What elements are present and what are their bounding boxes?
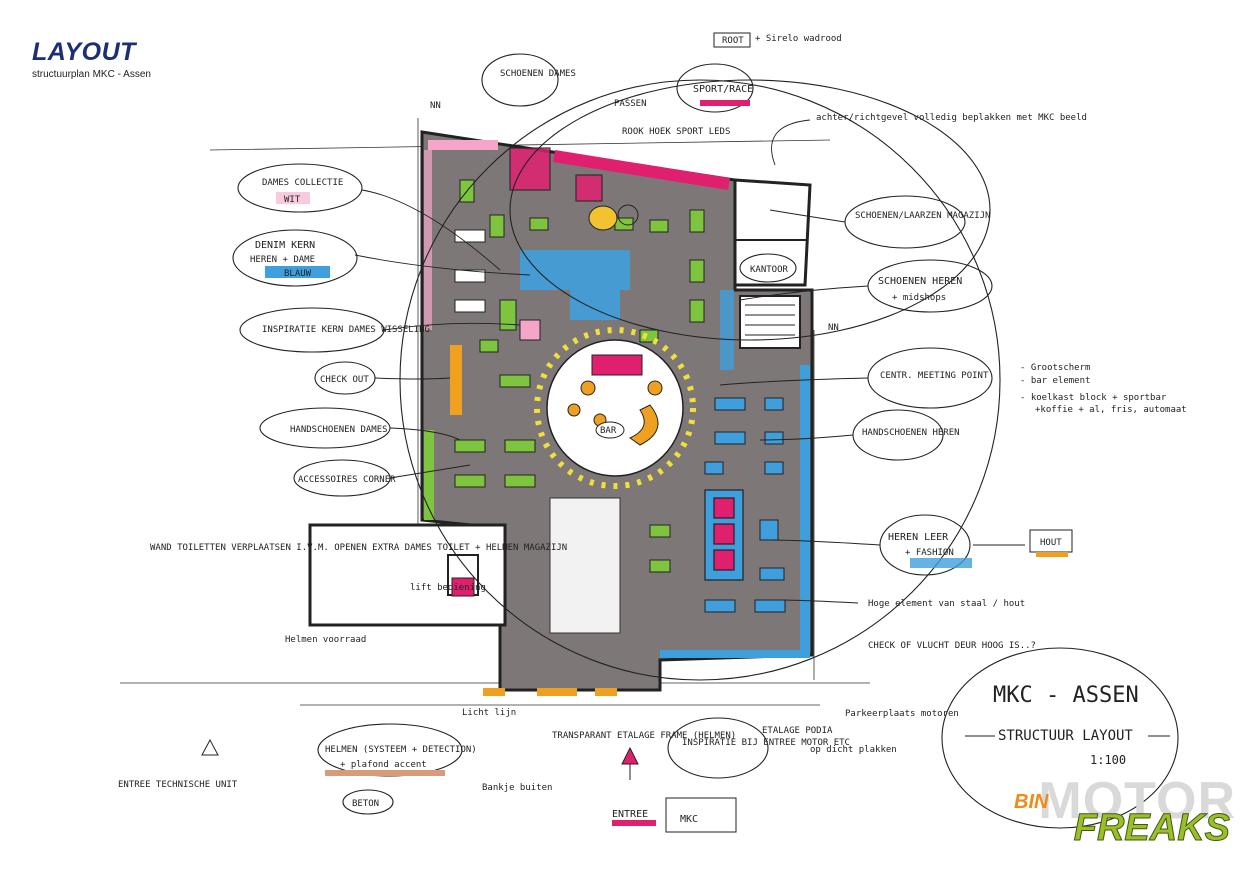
label-etalage-podia: ETALAGE PODIA [762,726,833,736]
label-wit: WIT [284,195,301,205]
label-accessoires: ACCESSOIRES CORNER [298,475,396,485]
dames-collectie-wall [428,140,498,150]
label-sirelo: + Sirelo wadrood [755,34,842,44]
label-plafond-accent: + plafond accent [340,760,427,770]
label-nn-2: NN [828,323,839,333]
annotation-bubbles [232,53,1179,829]
label-wand-toiletten: WAND TOILETTEN VERPLAATSEN I.V.M. OPENEN… [150,543,567,553]
label-entree-technische: ENTREE TECHNISCHE UNIT [118,780,238,790]
schoenen-magazijn-room [733,178,812,287]
label-group: ROOT + Sirelo wadrood SCHOENEN DAMES SPO… [118,32,1187,833]
label-transparant: TRANSPARANT ETALAGE FRAME (HELMEN) [552,731,736,741]
label-grootscherm: - Grootscherm [1020,363,1090,373]
label-schoenen-heren: SCHOENEN HEREN [878,276,962,287]
label-nn-1: NN [430,101,441,111]
entrance-arrow [621,746,639,765]
label-hoge-element: Hoge element van staal / hout [868,599,1025,609]
label-schoenen-laarzen: SCHOENEN/LAARZEN MAGAZIJN [855,211,990,221]
lift-shaft [451,577,475,597]
label-mkc: MKC [680,814,698,825]
label-root: ROOT [722,36,744,46]
label-licht-lijn: Licht lijn [462,708,516,718]
label-koelkast: - koelkast block + sportbar [1020,393,1167,403]
bar-label: BAR [600,426,617,436]
helmen-zone [549,497,621,634]
label-bankje: Bankje buiten [482,783,552,793]
feature-boxes [509,147,744,581]
label-op-dicht-plakken: op dicht plakken [810,745,897,755]
title-stamp: MKC - ASSEN STRUCTUUR LAYOUT 1:100 [965,683,1170,767]
watermark-motor: MOTOR [1038,772,1236,830]
label-helmen-systeem: HELMEN (SYSTEEM + DETECTION) [325,745,477,755]
label-rook-hoek: ROOK HOEK SPORT LEDS [622,127,730,137]
page-subtitle: structuurplan MKC - Assen [32,69,151,80]
label-dames-collectie: DAMES COLLECTIE [262,178,343,188]
label-heren-leer: HEREN LEER [888,532,949,543]
label-entree: ENTREE [612,809,648,820]
label-handschoenen-heren: HANDSCHOENEN HEREN [862,428,960,438]
stamp-line1: MKC - ASSEN [993,683,1139,708]
motorfreaks-watermark: MOTOR BIN FREAKS [1014,771,1244,851]
label-inspiratie-kern: INSPIRATIE KERN DAMES WISSELING [262,325,430,335]
stamp-line2: STRUCTUUR LAYOUT [998,728,1133,744]
meeting-point: BAR [534,327,696,489]
label-heren-dame: HEREN + DAME [250,255,315,265]
label-achtergevel: achter/richtgevel volledig beplakken met… [816,113,1087,123]
label-helmen-voorraad: Helmen voorraad [285,635,366,645]
label-sport-race: SPORT/RACE [693,84,753,95]
label-bar-element: - bar element [1020,376,1090,386]
orange-wall [450,345,462,415]
label-central-meeting: CENTR. MEETING POINT [880,371,989,381]
label-fashion: + FASHION [905,548,954,558]
label-passen: PASSEN [614,99,647,109]
label-midshops: + midshops [892,293,946,303]
page-title: LAYOUT [32,38,136,66]
label-hout: HOUT [1040,538,1062,548]
sport-race-wall [553,150,730,190]
label-lift-bediening: lift bediening [410,583,486,593]
watermark-bin: BIN [1014,791,1049,813]
label-parkeerplaats: Parkeerplaats motoren [845,709,959,719]
leader-lines [354,119,1025,604]
label-kantoor: KANTOOR [750,265,789,275]
green-wall-left [424,430,434,520]
label-denim-kern: DENIM KERN [255,240,315,251]
blue-wall-right [800,365,810,655]
label-check-out: CHECK OUT [320,375,369,385]
label-check-vluchtdeur: CHECK OF VLUCHT DEUR HOOG IS..? [868,641,1036,651]
watermark-freaks: FREAKS [1073,807,1230,850]
label-schoenen-dames: SCHOENEN DAMES [500,69,576,79]
label-koffie: +koffie + al, fris, automaat [1035,405,1187,415]
label-inspiratie-entree: INSPIRATIE BIJ ENTREE MOTOR ETC [682,738,850,748]
denim-blue-wall [520,250,630,290]
label-handschoenen-dames: HANDSCHOENEN DAMES [290,425,388,435]
grid-lines [120,118,870,706]
passen-spot [588,205,618,231]
label-beton: BETON [352,799,379,809]
label-blauw: BLAUW [284,269,312,279]
stamp-scale: 1:100 [1090,753,1126,767]
